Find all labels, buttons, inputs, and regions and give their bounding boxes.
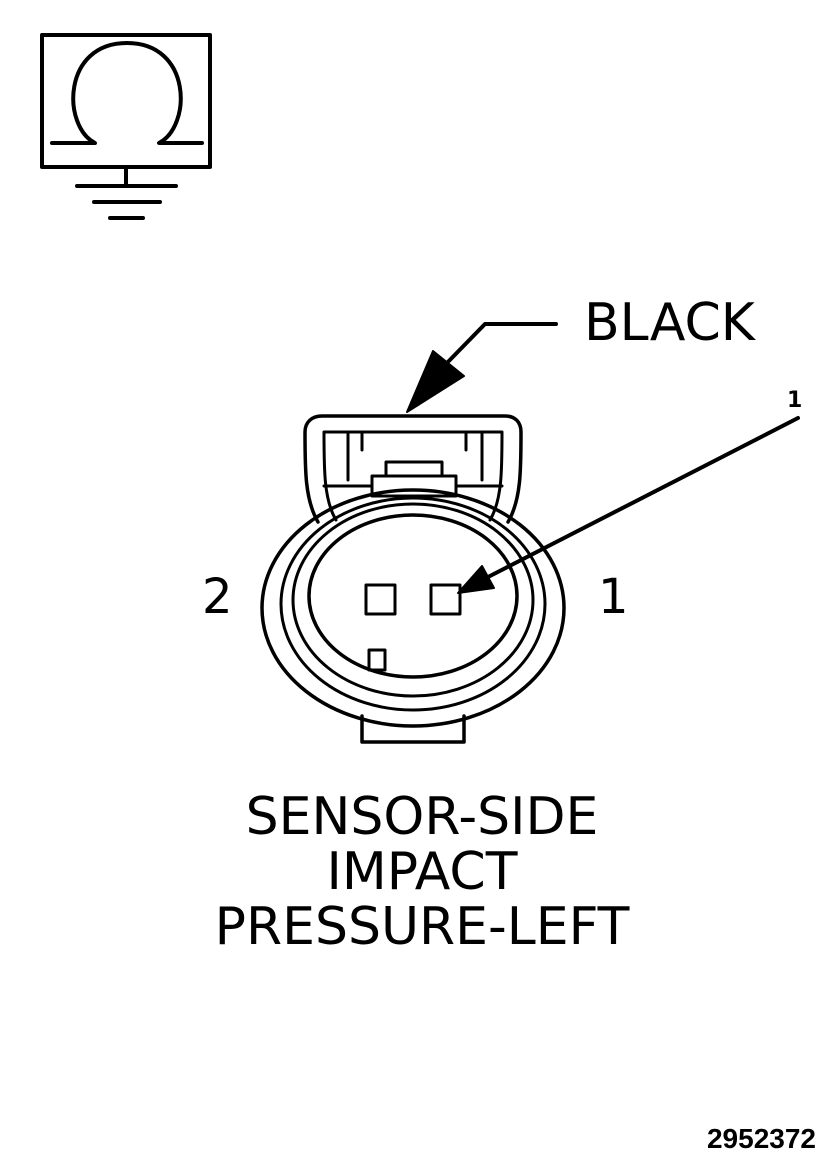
pin-callout-arrow bbox=[457, 416, 800, 594]
callout-number: 1 bbox=[787, 388, 802, 413]
ohmmeter-ground-icon bbox=[40, 33, 212, 220]
connector-body bbox=[260, 414, 566, 744]
title-line-2: IMPACT bbox=[327, 842, 518, 902]
pin-label-right: 1 bbox=[598, 569, 629, 625]
color-callout-label: BLACK bbox=[584, 293, 757, 353]
color-leader-arrow bbox=[406, 322, 558, 413]
title-line-1: SENSOR-SIDE bbox=[246, 787, 599, 847]
terminal-1 bbox=[429, 583, 462, 616]
title-line-3: PRESSURE-LEFT bbox=[215, 897, 630, 957]
pin-label-left: 2 bbox=[202, 569, 233, 625]
figure-number: 2952372 bbox=[707, 1123, 816, 1154]
terminal-2 bbox=[364, 583, 397, 616]
